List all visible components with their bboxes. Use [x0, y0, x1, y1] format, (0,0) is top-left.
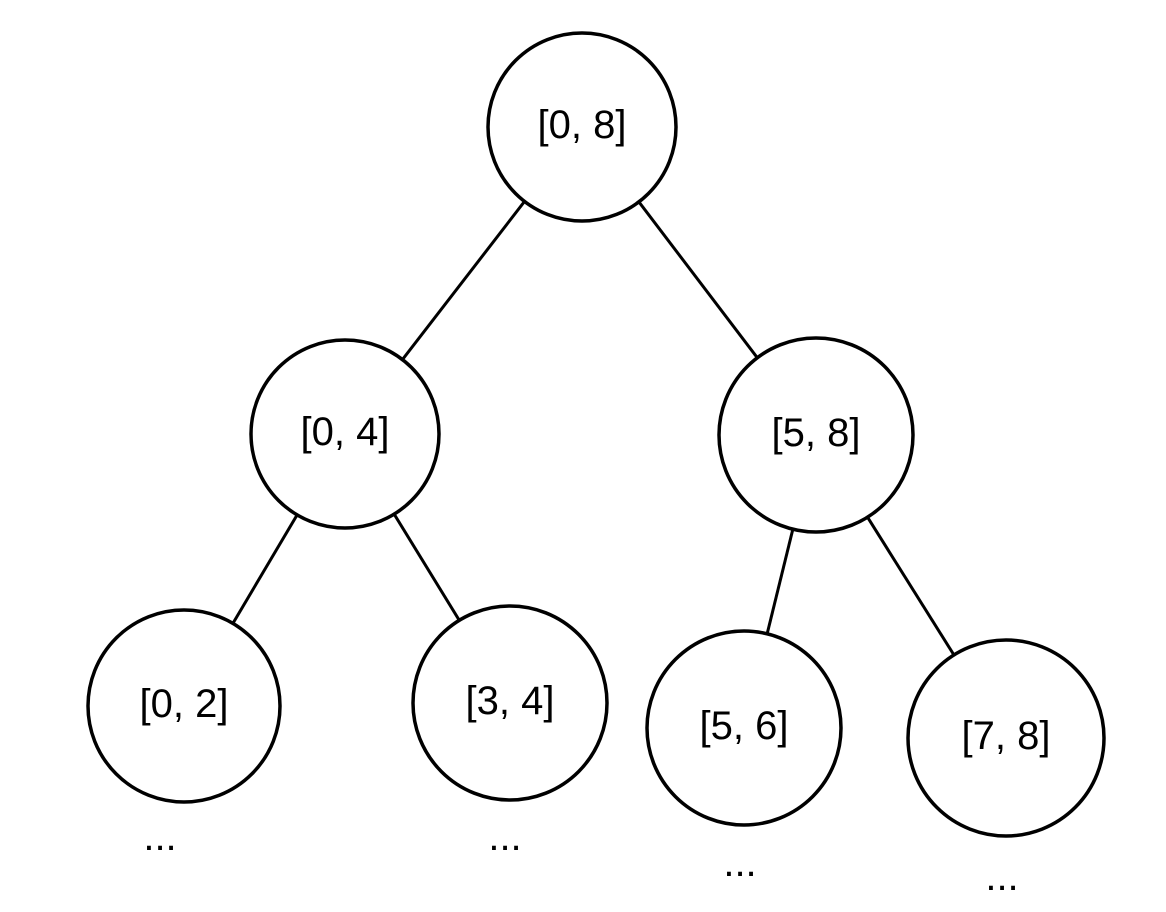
- ellipsis-label-0: ...: [143, 815, 176, 859]
- tree-node-label-root: [0, 8]: [538, 103, 627, 147]
- tree-node-circle-n02: [86, 608, 282, 804]
- tree-node-root: [0, 8]: [486, 31, 678, 223]
- tree-node-circle-n04: [249, 338, 441, 530]
- tree-node-n02: [0, 2]: [86, 608, 282, 804]
- tree-node-circle-n56: [645, 629, 843, 827]
- tree-node-n34: [3, 4]: [411, 604, 609, 802]
- tree-nodes-group: [0, 8] [0, 4] [5, 8] [0, 2] [3, 4] [5, 6] [7, …: [86, 31, 1106, 838]
- tree-node-label-n34: [3, 4]: [466, 679, 555, 723]
- tree-node-circle-n78: [906, 638, 1106, 838]
- tree-node-n56: [5, 6]: [645, 629, 843, 827]
- tree-node-circle-n58: [717, 336, 915, 534]
- tree-node-n78: [7, 8]: [906, 638, 1106, 838]
- tree-node-label-n58: [5, 8]: [772, 411, 861, 455]
- tree-ellipses-group: ............: [143, 815, 1018, 899]
- tree-node-circle-root: [486, 31, 678, 223]
- ellipsis-label-3: ...: [985, 855, 1018, 899]
- tree-node-label-n56: [5, 6]: [700, 704, 789, 748]
- ellipsis-label-1: ...: [488, 815, 521, 859]
- tree-node-label-n02: [0, 2]: [140, 682, 229, 726]
- tree-node-n58: [5, 8]: [717, 336, 915, 534]
- tree-node-circle-n34: [411, 604, 609, 802]
- tree-node-n04: [0, 4]: [249, 338, 441, 530]
- ellipsis-label-2: ...: [723, 841, 756, 885]
- tree-node-label-n04: [0, 4]: [301, 410, 390, 454]
- tree-node-label-n78: [7, 8]: [962, 714, 1051, 758]
